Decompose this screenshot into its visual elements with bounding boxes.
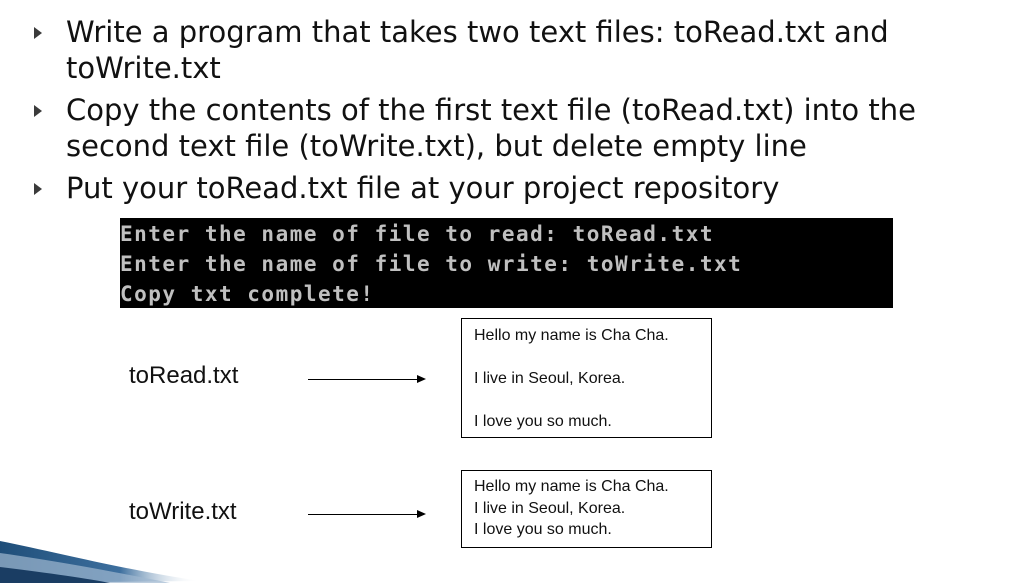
arrow-head-icon [417, 510, 426, 518]
bullet-item: Put your toRead.txt file at your project… [32, 170, 992, 206]
bullet-item: Copy the contents of the first text file… [32, 92, 992, 164]
file-line: Hello my name is Cha Cha. [474, 327, 669, 344]
file-line: I love you so much. [474, 521, 612, 538]
arrow-towrite [308, 510, 426, 518]
bullet-text: Write a program that takes two text file… [66, 15, 889, 85]
file-label-toread: toRead.txt [129, 362, 239, 389]
console-line: Enter the name of file to write: toWrite… [120, 252, 743, 276]
decorative-swoosh [0, 541, 200, 583]
bullet-text: Put your toRead.txt file at your project… [66, 171, 780, 205]
file-line: I live in Seoul, Korea. [474, 370, 626, 387]
bullet-arrow-icon [34, 105, 42, 117]
console-output: Enter the name of file to read: toRead.t… [120, 218, 893, 308]
bullet-arrow-icon [34, 183, 42, 195]
bullet-arrow-icon [34, 27, 42, 39]
console-line: Enter the name of file to read: toRead.t… [120, 222, 715, 246]
arrow-head-icon [417, 375, 426, 383]
file-line [474, 347, 699, 369]
console-line: Copy txt complete! [120, 282, 375, 306]
bullet-item: Write a program that takes two text file… [32, 14, 992, 86]
file-box-toread: Hello my name is Cha Cha. I live in Seou… [461, 318, 712, 438]
file-line [474, 390, 699, 412]
file-line: I love you so much. [474, 413, 612, 430]
arrow-toread [308, 375, 426, 383]
file-label-towrite: toWrite.txt [129, 498, 237, 525]
bullet-list: Write a program that takes two text file… [32, 14, 992, 212]
file-box-towrite: Hello my name is Cha Cha. I live in Seou… [461, 470, 712, 548]
file-line: I live in Seoul, Korea. [474, 499, 626, 517]
file-line: Hello my name is Cha Cha. [474, 478, 669, 495]
bullet-text: Copy the contents of the first text file… [66, 93, 916, 163]
